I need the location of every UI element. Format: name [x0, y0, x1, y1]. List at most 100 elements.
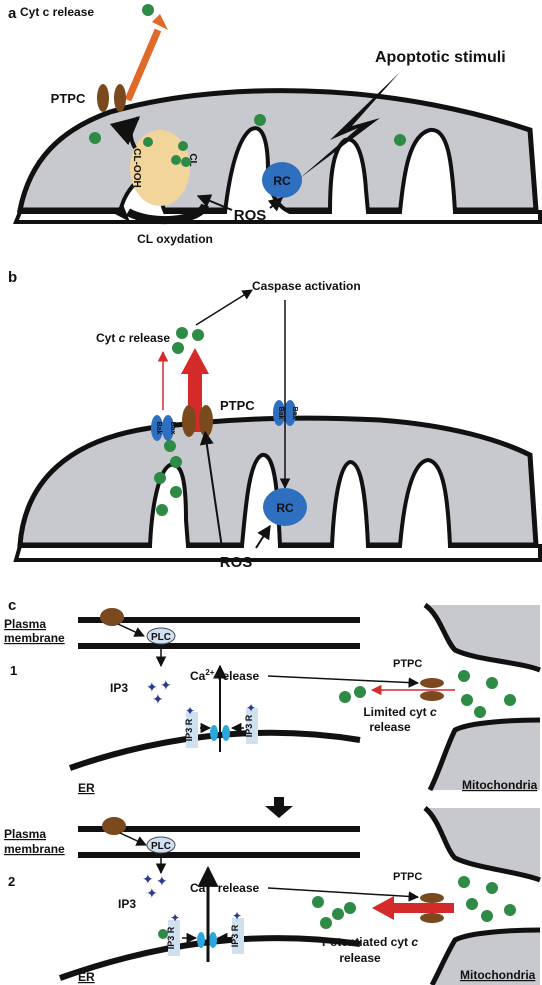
cytc-dot — [142, 4, 154, 16]
plc-label-2: PLC — [151, 841, 171, 852]
panel-c-label: c — [8, 597, 16, 614]
receptor-to-plc-arrow-1 — [117, 623, 145, 637]
limited-release-label-2: release — [369, 720, 411, 734]
step-2: Plasma membrane PLC 2 ✦ ✦ ✦ IP3 Ca2+ rel… — [4, 806, 541, 985]
ptpc-oval-b-1 — [182, 405, 196, 437]
panel-a: a CL-OOH CL PTPC Cyt c release RC Apo — [8, 4, 542, 246]
plc-label-1: PLC — [151, 632, 171, 643]
cytc-dot — [394, 134, 406, 146]
cytc-release-label-a: Cyt c release — [20, 5, 94, 19]
limited-release-label-1: Limited cyt c — [363, 705, 437, 719]
cytc-dot — [332, 908, 344, 920]
potentiated-release-label-1: Potentiated cyt c — [322, 935, 418, 949]
cl-region — [130, 130, 190, 206]
cl-oxydation-label: CL oxydation — [137, 232, 213, 246]
ip3r-right-1 — [246, 708, 258, 744]
panel-b: b Caspase activation Cyt c release Bak B… — [8, 269, 542, 571]
bak-label-left: Bak — [155, 422, 162, 435]
plasma-membrane-label-2b: membrane — [4, 842, 65, 856]
ca-channel-2b — [209, 932, 217, 948]
plc-2 — [146, 836, 176, 854]
receptor-1 — [100, 608, 124, 626]
svg-text:Cyt c release: Cyt c release — [96, 331, 170, 345]
ros-to-cl-arrow — [196, 194, 233, 211]
cytc-dot — [181, 157, 191, 167]
to-caspase-arrow — [195, 289, 253, 326]
ip3r-label-left-1: IP3 R — [184, 718, 194, 741]
ip3r-left-1 — [186, 712, 198, 748]
cytc-dot — [170, 486, 182, 498]
ptpc-label-c1: PTPC — [393, 658, 422, 670]
ip3-star-icon: ✦ — [146, 679, 158, 695]
cl-ooh-label: CL-OOH — [131, 148, 142, 187]
cytc-dot — [172, 342, 184, 354]
potentiated-release-arrowhead — [372, 896, 394, 920]
cytc-dot — [504, 694, 516, 706]
ptpc-c1-top — [420, 678, 444, 688]
ip3-star-icon: ✦ — [185, 704, 195, 718]
rc-a — [262, 162, 302, 198]
cytc-dot — [486, 677, 498, 689]
potentiated-release-arrow — [392, 903, 454, 913]
ca-to-mito-arrow-1 — [267, 675, 420, 688]
bak-left — [151, 415, 163, 441]
ip3-label-1: IP3 — [110, 681, 128, 695]
ca-release-label-2: Ca2+ release — [190, 880, 260, 895]
step-2-label: 2 — [8, 874, 15, 889]
ptpc-oval-a-2 — [114, 84, 126, 112]
ip3-star-icon: ✦ — [152, 691, 164, 707]
bax-label-left: Bax — [169, 422, 176, 435]
cytc-dot — [461, 694, 473, 706]
panel-b-label: b — [8, 269, 17, 286]
orange-arrowhead — [152, 14, 168, 30]
orange-release-arrow — [124, 28, 162, 102]
bax-right — [284, 400, 296, 426]
rc-b — [263, 488, 307, 526]
apoptotic-stimuli-label: Apoptotic stimuli — [375, 49, 506, 66]
mitochondrion-c1 — [425, 605, 540, 790]
rc-label-a: RC — [273, 174, 291, 188]
er-membrane-1 — [69, 729, 361, 771]
cytc-dot — [466, 898, 478, 910]
ip3-star-icon: ✦ — [246, 701, 256, 715]
ptpc-label-c2: PTPC — [393, 871, 422, 883]
ros-to-ptpc-arrow — [199, 430, 223, 549]
plc-1 — [146, 627, 176, 645]
ip3-star-icon: ✦ — [142, 871, 154, 887]
bak-right — [273, 400, 285, 426]
plasma-membrane-label-1a: Plasma — [4, 617, 46, 631]
cytc-dot — [344, 902, 356, 914]
ptpc-c2-bottom — [420, 913, 444, 923]
ip3-star-icon: ✦ — [232, 909, 242, 923]
panel-a-label: a — [8, 5, 17, 22]
ip3-star-icon: ✦ — [156, 873, 168, 889]
ca-to-mito-arrow-2 — [267, 887, 420, 902]
bax-left — [162, 415, 174, 441]
lightning-bolt — [300, 72, 400, 178]
ip3r-label-right-2: IP3 R — [230, 924, 240, 947]
cytc-dot — [312, 896, 324, 908]
cytc-dot — [486, 882, 498, 894]
cytc-dot — [170, 456, 182, 468]
mito-c1-membrane — [423, 602, 541, 792]
bak-label-right: Bak — [277, 407, 284, 420]
cytc-dot — [89, 132, 101, 144]
cytc-dot — [504, 904, 516, 916]
ca-channel-1a — [210, 725, 218, 741]
cl-label: CL — [187, 153, 198, 166]
cytc-dot — [474, 706, 486, 718]
cytc-dot — [176, 327, 188, 339]
cl-oxydation-arrowhead — [115, 202, 130, 222]
ip3-label-2: IP3 — [118, 897, 136, 911]
rc-to-ros-arrow — [267, 197, 284, 212]
ptpc-release-arrowhead — [181, 348, 209, 374]
plasma-membrane-top-2 — [78, 826, 360, 832]
cytc-dot — [354, 686, 366, 698]
plasma-membrane-label-1b: membrane — [4, 631, 65, 645]
ip3r-right-2 — [232, 918, 244, 954]
ptpc-label-b: PTPC — [220, 398, 255, 413]
cytc-dot — [143, 137, 153, 147]
ca-channel-2a — [197, 932, 205, 948]
mitochondria-label-1: Mitochondria — [462, 778, 538, 792]
